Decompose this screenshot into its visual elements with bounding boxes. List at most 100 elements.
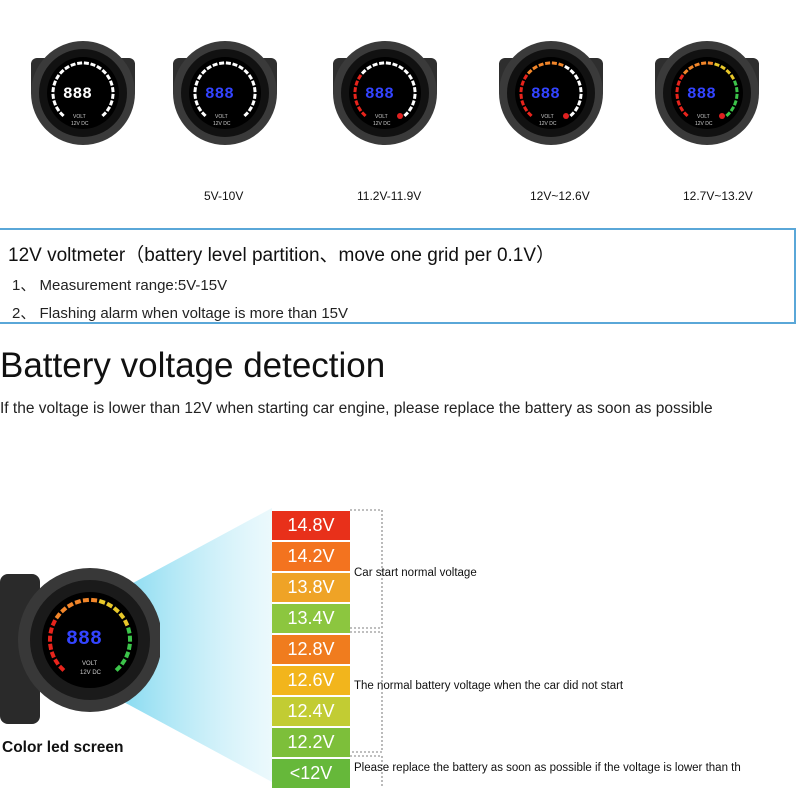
led-segment [579,86,583,93]
led-segment [522,106,529,112]
led-segment [120,658,127,666]
led-segment [53,658,60,666]
led-segment [735,93,739,100]
led-segment [551,61,558,65]
led-segment [720,64,726,71]
led-segment [98,599,106,605]
led-segment [54,106,61,112]
led-segment [193,86,197,93]
meter-caption-3: 12V~12.6V [530,189,590,203]
meter-caption-1: 5V-10V [204,189,244,203]
led-segment [52,100,57,106]
voltage-level: 14.2V [272,540,350,571]
led-segment [218,61,225,65]
led-segment [725,68,732,75]
led-segment [520,100,525,106]
spec-title: 12V voltmeter（battery level partition、mo… [8,245,556,266]
led-segment [54,612,62,620]
led-segment [47,635,53,642]
spec-item-range: 1、 Measurement range:5V-15V [12,277,228,294]
led-segment [573,74,580,80]
led-segment [253,93,257,100]
led-segment [48,627,54,634]
led-segment [247,106,254,112]
led-segment [729,74,736,80]
led-segment [579,93,583,100]
led-segment [123,619,130,627]
led-segment [101,68,108,75]
scale-brackets [350,509,383,786]
led-segment [356,106,363,112]
led-segment [733,80,738,86]
led-segment [413,93,417,100]
led-segment [407,106,414,112]
svg-text:888: 888 [531,85,560,103]
led-segment [238,64,244,71]
led-segment [725,111,732,118]
led-segment [366,64,372,71]
svg-text:12V DC: 12V DC [695,121,713,127]
led-segment [106,601,114,609]
svg-text:888: 888 [205,85,234,103]
led-segment [74,599,82,605]
led-segment [682,111,689,118]
led-segment [101,111,108,118]
led-segment [200,111,207,118]
led-segment [243,68,250,75]
meter-caption-4: 12.7V~13.2V [683,189,753,203]
led-segment [354,80,359,86]
led-segment [126,627,132,634]
meter-white: 888 VOLT 12V DC [28,38,138,178]
led-segment [232,62,238,67]
led-segment [111,86,115,93]
led-segment [678,74,685,80]
led-segment [522,74,529,80]
led-segment [411,80,416,86]
led-segment [675,93,679,100]
svg-text:12V DC: 12V DC [373,121,391,127]
led-segment [538,62,544,67]
voltage-level: <12V [272,757,350,788]
led-segment [360,111,367,118]
detection-heading: Battery voltage detection [0,346,386,385]
led-segment [212,62,218,67]
led-segment [48,643,54,651]
led-segment [520,80,525,86]
led-segment [694,62,700,67]
color-led-meter: 888 VOLT 12V DC [0,568,160,724]
led-segment [360,68,367,75]
led-segment [354,100,359,106]
led-segment [569,68,576,75]
led-segment [735,86,739,93]
svg-text:888: 888 [66,628,102,651]
led-segment [112,606,120,614]
led-segment [126,643,132,651]
led-segment [372,62,378,67]
led-segment [353,93,357,100]
led-segment [90,62,96,67]
voltage-level: 14.8V [272,509,350,540]
led-segment [573,106,580,112]
led-segment [118,612,126,620]
voltage-level: 13.4V [272,602,350,633]
led-segment [76,61,83,65]
led-segment [52,80,57,86]
led-segment [58,664,66,672]
voltage-level: 12.6V [272,664,350,695]
led-segment [251,100,256,106]
led-segment [251,80,256,86]
meter-orange: 888 VOLT 12V DC [496,38,606,178]
led-segment [109,80,114,86]
led-segment [124,651,131,659]
led-segment [413,86,417,93]
led-glow-beam [120,508,272,782]
led-segment [407,74,414,80]
led-segment [83,61,90,65]
led-segment [193,93,197,100]
led-segment [675,86,679,93]
spec-box: 12V voltmeter（battery level partition、mo… [0,228,796,324]
led-screen-label: Color led screen [2,739,124,756]
svg-text:12V DC: 12V DC [80,670,102,676]
led-segment [676,100,681,106]
led-segment [398,64,404,71]
